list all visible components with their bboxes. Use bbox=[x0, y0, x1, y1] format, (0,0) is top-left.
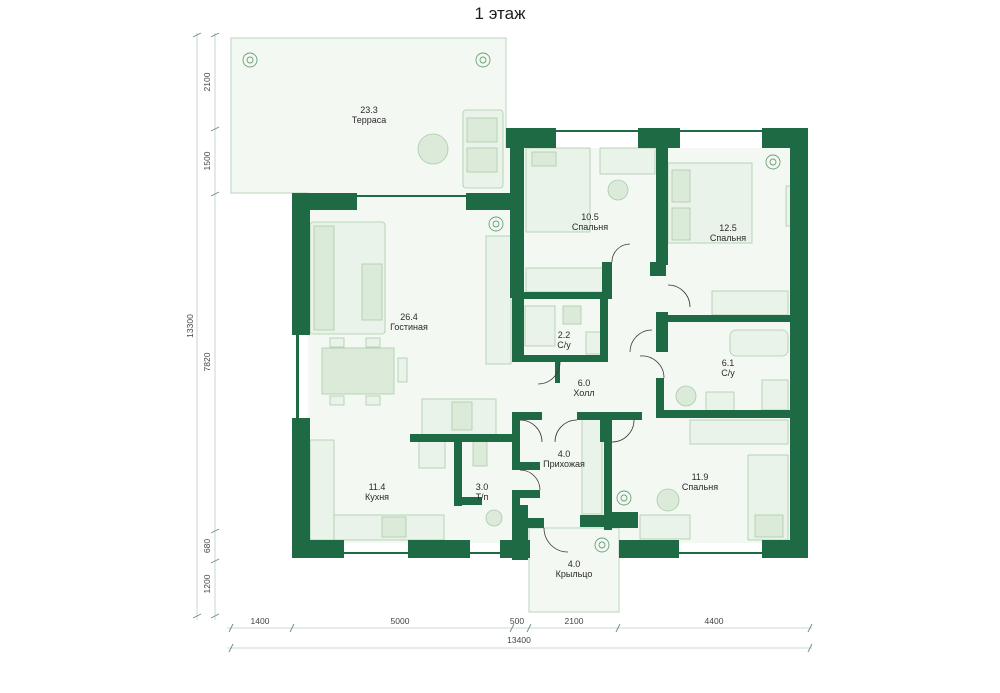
dim-680: 680 bbox=[202, 539, 212, 553]
terrace-furniture bbox=[417, 109, 504, 189]
bedroom2-furniture bbox=[667, 162, 793, 316]
room-area: 11.9 bbox=[692, 472, 709, 482]
dim-4400: 4400 bbox=[705, 616, 724, 626]
room-area: 3.0 bbox=[476, 482, 489, 492]
room-name: Гостиная bbox=[390, 322, 428, 332]
dim-total-13400: 13400 bbox=[507, 635, 531, 645]
dim-5000: 5000 bbox=[391, 616, 410, 626]
room-name: Крыльцо bbox=[556, 569, 593, 579]
room-name: Холл bbox=[573, 388, 594, 398]
room-name: Спальня bbox=[572, 222, 608, 232]
room-area: 23.3 bbox=[360, 105, 378, 115]
room-utility: 3.0 Т/п bbox=[476, 482, 489, 502]
room-hall: 6.0 Холл bbox=[573, 378, 594, 398]
room-area: 11.4 bbox=[369, 482, 386, 492]
room-name: Т/п bbox=[476, 492, 489, 502]
bottom-dimensions: 1400 5000 500 2100 4400 13400 bbox=[227, 616, 813, 653]
room-area: 6.0 bbox=[578, 378, 591, 388]
room-bedroom3: 11.9 Спальня bbox=[682, 472, 718, 492]
dim-500: 500 bbox=[510, 616, 524, 626]
bath-furniture bbox=[524, 305, 789, 413]
room-bath2: 6.1 С/у bbox=[721, 358, 735, 378]
room-area: 4.0 bbox=[568, 559, 581, 569]
room-area: 6.1 bbox=[722, 358, 735, 368]
room-porch: 4.0 Крыльцо bbox=[556, 559, 593, 579]
dim-1400: 1400 bbox=[251, 616, 270, 626]
room-area: 2.2 bbox=[558, 330, 571, 340]
room-area: 26.4 bbox=[400, 312, 418, 322]
room-entry: 4.0 Прихожая bbox=[543, 449, 585, 469]
room-name: С/у bbox=[721, 368, 735, 378]
plant-icons bbox=[242, 52, 781, 553]
kitchen-furniture bbox=[309, 439, 503, 541]
room-name: Кухня bbox=[365, 492, 389, 502]
room-kitchen: 11.4 Кухня bbox=[365, 482, 389, 502]
walls bbox=[292, 128, 808, 560]
room-bedroom2: 12.5 Спальня bbox=[710, 223, 746, 243]
bedroom3-furniture bbox=[581, 417, 789, 541]
room-bath1: 2.2 С/у bbox=[557, 330, 571, 350]
dim-1200: 1200 bbox=[202, 574, 212, 593]
room-name: Спальня bbox=[710, 233, 746, 243]
room-living: 26.4 Гостиная bbox=[390, 312, 428, 332]
left-dimensions: 2100 1500 13300 7820 680 1200 bbox=[185, 32, 220, 620]
room-name: Прихожая bbox=[543, 459, 585, 469]
room-name: Терраса bbox=[352, 115, 387, 125]
porch-floor bbox=[528, 527, 620, 613]
living-furniture bbox=[309, 221, 512, 436]
room-area: 10.5 bbox=[581, 212, 599, 222]
page-title: 1 этаж bbox=[474, 4, 526, 23]
dim-1500: 1500 bbox=[202, 151, 212, 170]
door-arcs bbox=[519, 243, 691, 553]
dim-13300: 13300 bbox=[185, 314, 195, 338]
room-bedroom1: 10.5 Спальня bbox=[572, 212, 608, 232]
room-terrace: 23.3 Терраса bbox=[352, 105, 387, 125]
dim-2100: 2100 bbox=[202, 72, 212, 91]
room-area: 12.5 bbox=[719, 223, 737, 233]
dim-7820: 7820 bbox=[202, 352, 212, 371]
room-name: С/у bbox=[557, 340, 571, 350]
bedroom1-furniture bbox=[525, 147, 656, 293]
dim-2100-bottom: 2100 bbox=[565, 616, 584, 626]
room-name: Спальня bbox=[682, 482, 718, 492]
room-area: 4.0 bbox=[558, 449, 571, 459]
